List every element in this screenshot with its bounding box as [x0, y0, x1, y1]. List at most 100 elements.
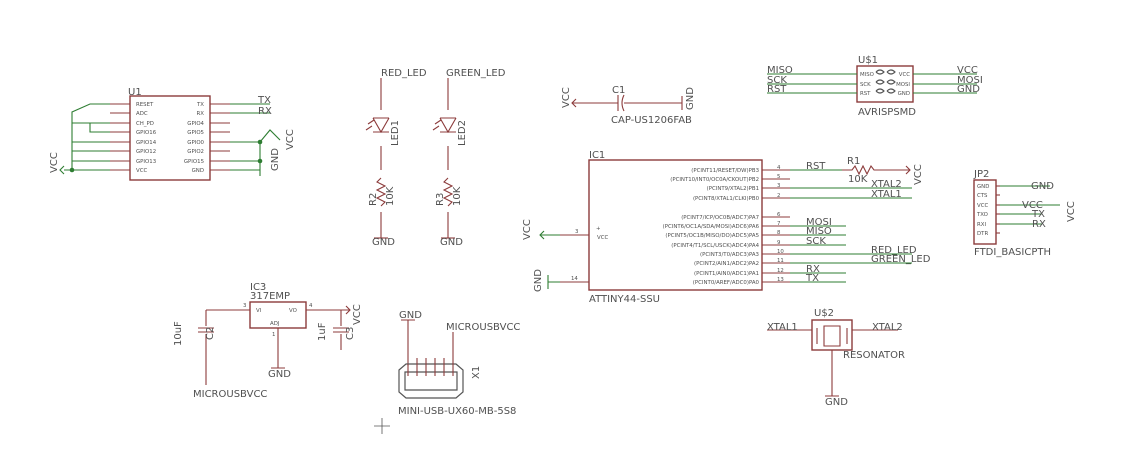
ic1-pin-num: 3 [777, 183, 780, 189]
avrisp-right-nets[interactable] [913, 73, 977, 94]
jp2-net-vcc: VCC [1022, 200, 1043, 211]
c2-ref: C2 [205, 327, 216, 340]
ic1-net-label: SCK [806, 236, 826, 247]
c1-capacitor [578, 94, 682, 112]
u1-left-pin: GPIO12 [136, 149, 156, 155]
ic3-adj-wire [271, 328, 285, 369]
avrisp-left-nets[interactable] [767, 73, 857, 94]
u1-module[interactable]: U1 RESETADCCH_PDGPIO16GPIO14GPIO12GPIO13… [49, 87, 296, 181]
ic1-vcc-pin-label: VCC [597, 235, 608, 241]
led1-group[interactable]: RED_LED LED1 R2 10K GND [365, 68, 427, 248]
jp2-nets[interactable] [1000, 185, 1060, 225]
x1-vcc-net: MICROUSBVCC [446, 322, 520, 333]
r1-vcc: VCC [913, 164, 924, 185]
ic1-pin-num: 10 [777, 249, 784, 255]
u1-left-net[interactable] [71, 103, 110, 171]
led1-gnd: GND [372, 237, 395, 248]
led2-gnd: GND [440, 237, 463, 248]
r1-ref: R1 [847, 156, 860, 167]
avrisp-right-net: MOSI [957, 75, 983, 86]
avrisp-left-net: MISO [767, 65, 793, 76]
c3-value: 1uF [317, 322, 328, 341]
x1-value: MINI-USB-UX60-MB-5S8 [398, 406, 516, 417]
r3-value: 10K [452, 186, 463, 206]
avrisp-ref: U$1 [858, 55, 878, 66]
ic1-net-label: RED_LED [871, 245, 917, 256]
ic3-group[interactable]: IC3 317EMP VI VO ADJ 3 4 1 VCC GND C2 10… [173, 282, 363, 400]
u1-gnd-net[interactable] [230, 129, 281, 176]
ic1-pin-name: (PCINT10/INT0/OC0A/CKOUT)PB2 [670, 177, 759, 183]
ic3-value: 317EMP [250, 291, 290, 302]
u2-gnd: GND [825, 397, 848, 408]
ic1-vcc: VCC [522, 219, 533, 240]
ic1-pin-num: 12 [777, 268, 784, 274]
ic1-net-label: TX [805, 273, 819, 284]
led1-net: RED_LED [381, 68, 427, 79]
ic3-vo: VO [289, 308, 297, 314]
c3-capacitor [333, 310, 349, 350]
r1-group[interactable]: R1 10K VCC [842, 156, 924, 185]
ic3-pin-vo: 4 [309, 303, 313, 309]
ic1-gnd-net[interactable] [547, 275, 560, 289]
avrisp-right-net: GND [957, 84, 980, 95]
ic3-adj: ADJ [270, 321, 280, 327]
ic3-vi: VI [256, 308, 262, 314]
c1-vcc-arrow [571, 98, 578, 108]
u2-crystal [816, 325, 848, 347]
ic1-net-label: RST [806, 161, 826, 172]
u1-left-pin: GPIO14 [136, 140, 157, 146]
ic1-ref: IC1 [589, 150, 605, 161]
u1-left-pin: GPIO13 [136, 159, 156, 165]
ic1-pin-name: (PCINT7/ICP/OC0B/ADC7)PA7 [681, 215, 759, 221]
ic1-vcc-pin-num: 3 [575, 229, 578, 235]
c1-gnd: GND [685, 87, 696, 110]
avrisp-left-pin: SCK [860, 82, 871, 88]
avrisp-right-pin: VCC [899, 72, 910, 78]
led2-group[interactable]: GREEN_LED LED2 R3 10K GND [432, 68, 506, 248]
jp2-body [973, 179, 997, 245]
x1-ref: X1 [471, 366, 482, 379]
x1-group[interactable]: GND MICROUSBVCC X1 MINI-USB-UX60-MB-5S8 [374, 310, 520, 434]
x1-connector-body [398, 363, 464, 399]
u1-right-pin: GPIO15 [184, 159, 204, 165]
led2-net: GREEN_LED [446, 68, 506, 79]
u2-ref: U$2 [814, 308, 834, 319]
ic1-pin-num: 11 [777, 258, 784, 264]
led2-ref: LED2 [457, 120, 468, 146]
c1-group[interactable]: C1 VCC GND CAP-US1206FAB [561, 85, 696, 126]
u1-right-pin: GPIO2 [187, 149, 204, 155]
u1-tx-rx-nets[interactable] [230, 103, 270, 114]
ic1-net-label: GREEN_LED [871, 254, 931, 265]
ic1-pin-num: 2 [777, 193, 780, 199]
avrisp-left-net: RST [767, 84, 787, 95]
u2-group[interactable]: U$2 XTAL1 XTAL2 RESONATOR GND [767, 308, 905, 408]
c1-value: CAP-US1206FAB [611, 115, 692, 126]
jp2-ref: JP2 [973, 169, 989, 180]
ic1-net-label: RX [806, 264, 820, 275]
u1-right-stubs [210, 103, 230, 171]
u2-xtal1: XTAL1 [767, 322, 798, 333]
r1-value: 10K [848, 174, 868, 185]
u1-right-pin: RX [197, 111, 205, 117]
jp2-net-rx: RX [1032, 219, 1046, 230]
u1-junction [257, 158, 263, 164]
r2-value: 10K [385, 186, 396, 206]
jp2-pin: VCC [977, 203, 988, 209]
led1-emit-arrows [365, 119, 375, 131]
r3-resistor [442, 177, 454, 207]
ic1-pin-name: (PCINT5/OC1B/MISO/DO)ADC5)PA5 [665, 233, 759, 239]
ic1-pin-num: 13 [777, 277, 784, 283]
jp2-pin: GND [977, 184, 989, 190]
ic3-pin-vi: 3 [243, 303, 246, 309]
ic1-vcc-net[interactable] [539, 230, 560, 240]
ic3-net-in: MICROUSBVCC [193, 389, 267, 400]
u1-junction [257, 139, 263, 145]
jp2-pin: RXI [977, 222, 986, 228]
u1-net-rx: RX [258, 106, 272, 117]
